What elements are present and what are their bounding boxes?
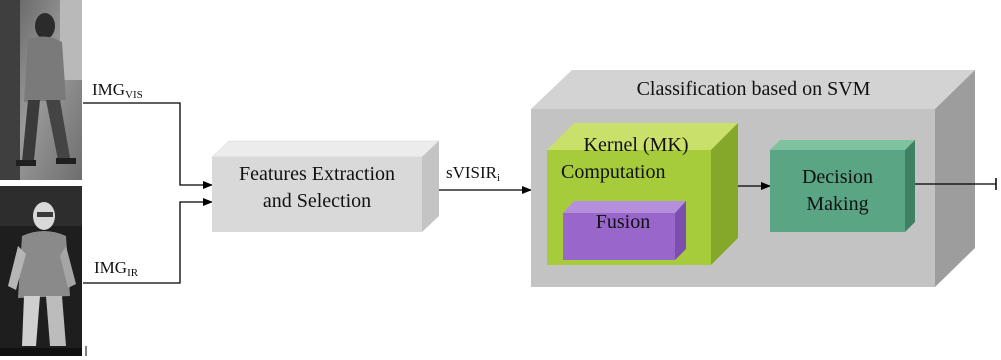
fusion-label: Fusion [595, 211, 651, 233]
feature-vector-label: sVISIRi [446, 163, 501, 184]
fusion-box [563, 201, 686, 260]
decision-making-label: Decision Making [801, 166, 874, 215]
decision-making-box [770, 140, 915, 232]
visible-image [0, 0, 82, 180]
features-extraction-label: Features Extraction and Selection [238, 163, 396, 212]
ir-connector [83, 198, 213, 284]
svm-title: Classification based on SVM [636, 78, 871, 100]
img-ir-label: IMGIR [94, 258, 139, 279]
vis-connector [83, 102, 213, 189]
infrared-image [0, 186, 82, 356]
output-line [915, 178, 997, 190]
features-extraction-box [211, 140, 440, 232]
img-vis-label: IMGVIS [92, 80, 143, 101]
kernel-computation-label: Kernel (MK) Computation [561, 134, 689, 183]
